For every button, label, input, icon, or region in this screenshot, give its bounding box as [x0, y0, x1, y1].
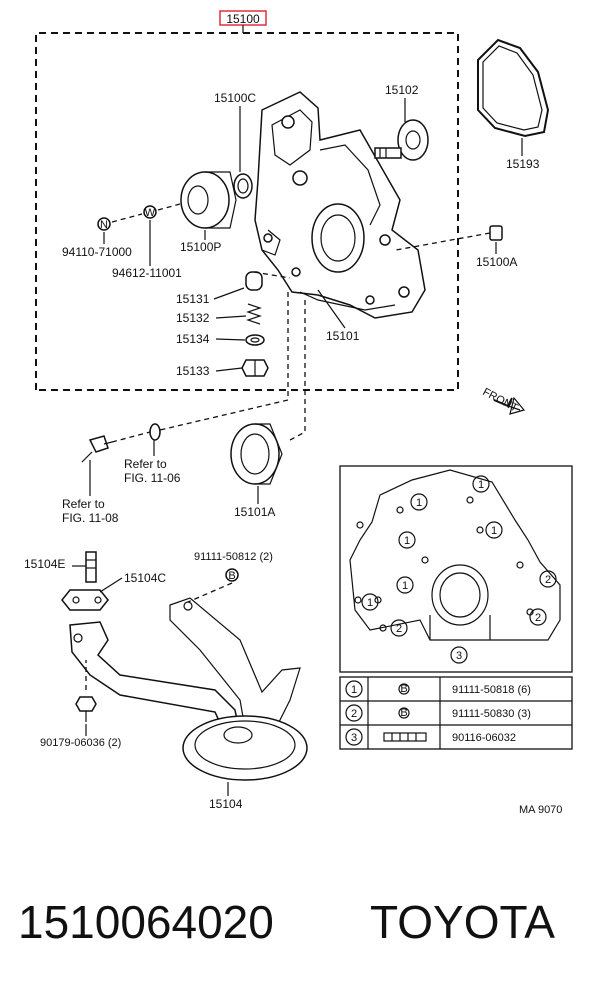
- stud-part-number[interactable]: 90116-06032: [452, 732, 516, 744]
- gasket-15193: [477, 38, 550, 138]
- svg-text:2: 2: [545, 574, 551, 586]
- marker-1-c: 1: [398, 531, 416, 549]
- svg-text:1: 1: [351, 684, 357, 696]
- label-94612-11001[interactable]: 94612-11001: [112, 266, 182, 280]
- driven-rotor-15100p: [180, 171, 237, 229]
- svg-text:2: 2: [351, 708, 357, 720]
- svg-text:3: 3: [456, 650, 462, 662]
- svg-text:3: 3: [351, 732, 357, 744]
- refer-note-1a: Refer to: [124, 457, 167, 471]
- marker-3: 3: [450, 646, 468, 664]
- table-row-3: 3 90116-06032: [345, 728, 516, 746]
- table-row-2: 2 B 91111-50830 (3): [345, 704, 531, 722]
- bolt-part-number[interactable]: 91111-50818 (6): [452, 684, 531, 696]
- relief-valve-spring-15132: [246, 303, 262, 325]
- refer-note-2b: FIG. 11-08: [62, 511, 119, 525]
- assembly-label[interactable]: 15100: [226, 12, 260, 26]
- label-15100c[interactable]: 15100C: [214, 91, 256, 105]
- marker-2-a: 2: [539, 570, 557, 588]
- marker-1-e: 1: [396, 576, 414, 594]
- svg-text:1: 1: [478, 479, 484, 491]
- label-15104c[interactable]: 15104C: [124, 571, 166, 585]
- nut-n-icon: [97, 217, 111, 231]
- drive-rotor-15102: [374, 119, 429, 161]
- refer-note-1b: FIG. 11-06: [124, 471, 181, 485]
- stud-15104e: [85, 551, 97, 583]
- label-15101[interactable]: 15101: [326, 329, 360, 343]
- svg-text:1: 1: [367, 597, 373, 609]
- label-90179-06036[interactable]: 90179-06036 (2): [40, 737, 121, 749]
- label-15131[interactable]: 15131: [176, 292, 210, 306]
- label-15100a[interactable]: 15100A: [476, 255, 517, 269]
- marker-2-b: 2: [529, 608, 547, 626]
- svg-text:W: W: [145, 207, 156, 219]
- svg-text:2: 2: [535, 612, 541, 624]
- svg-text:1: 1: [416, 497, 422, 509]
- seal-ring-15100c: [233, 173, 253, 199]
- svg-text:B: B: [228, 570, 235, 582]
- marker-1-f: 1: [361, 593, 379, 611]
- svg-text:1: 1: [402, 580, 408, 592]
- marker-1-a: 1: [410, 493, 428, 511]
- oil-pressure-switch: [81, 435, 113, 463]
- svg-text:2: 2: [396, 623, 402, 635]
- oil-strainer-15104: [69, 597, 308, 781]
- plug-15100a: [489, 225, 503, 241]
- oil-seal-15101a: [230, 423, 283, 485]
- label-94110-71000[interactable]: 94110-71000: [62, 245, 132, 259]
- relief-valve-plunger-15131: [245, 271, 263, 291]
- plug-15133: [241, 359, 269, 377]
- gasket-15104c: [61, 589, 109, 611]
- table-row-1: 1 B 91111-50818 (6): [345, 680, 531, 698]
- label-15100p[interactable]: 15100P: [180, 240, 221, 254]
- front-arrow-icon: [493, 396, 526, 415]
- marker-2-c: 2: [390, 619, 408, 637]
- gasket-small: [149, 423, 161, 441]
- label-15102[interactable]: 15102: [385, 83, 419, 97]
- marker-1-d: 1: [485, 521, 503, 539]
- front-label: FRONT: [481, 386, 520, 415]
- washer-w-icon: [143, 205, 157, 219]
- oil-pump-body: [254, 91, 426, 319]
- label-15133[interactable]: 15133: [176, 364, 210, 378]
- bolt-table: 1 B 91111-50818 (6) 2 B 91111-50830 (3) …: [339, 676, 573, 750]
- label-15132[interactable]: 15132: [176, 311, 210, 325]
- bolt-b-icon: [225, 568, 239, 582]
- footer-brand: TOYOTA: [370, 896, 555, 948]
- diagram-code: MA 9070: [519, 804, 562, 816]
- svg-text:1: 1: [404, 535, 410, 547]
- assembly-boundary: [35, 32, 459, 391]
- label-15104[interactable]: 15104: [209, 797, 243, 811]
- footer-part-number: 1510064020: [18, 896, 274, 948]
- svg-text:B: B: [400, 683, 407, 695]
- label-15134[interactable]: 15134: [176, 332, 210, 346]
- svg-text:N: N: [100, 219, 108, 231]
- label-15104e[interactable]: 15104E: [24, 557, 65, 571]
- label-15193[interactable]: 15193: [506, 157, 540, 171]
- gasket-15134: [245, 334, 265, 346]
- marker-1-b: 1: [472, 475, 490, 493]
- bolt-location-inset: 1 1 1 1 1 1 2 2 2 3: [339, 465, 573, 673]
- label-15101a[interactable]: 15101A: [234, 505, 275, 519]
- bolt-90179: [75, 696, 97, 722]
- svg-text:1: 1: [491, 525, 497, 537]
- svg-text:B: B: [400, 707, 407, 719]
- label-91111-50812[interactable]: 91111-50812 (2): [194, 551, 273, 563]
- refer-note-2a: Refer to: [62, 497, 105, 511]
- bolt-part-number[interactable]: 91111-50830 (3): [452, 708, 531, 720]
